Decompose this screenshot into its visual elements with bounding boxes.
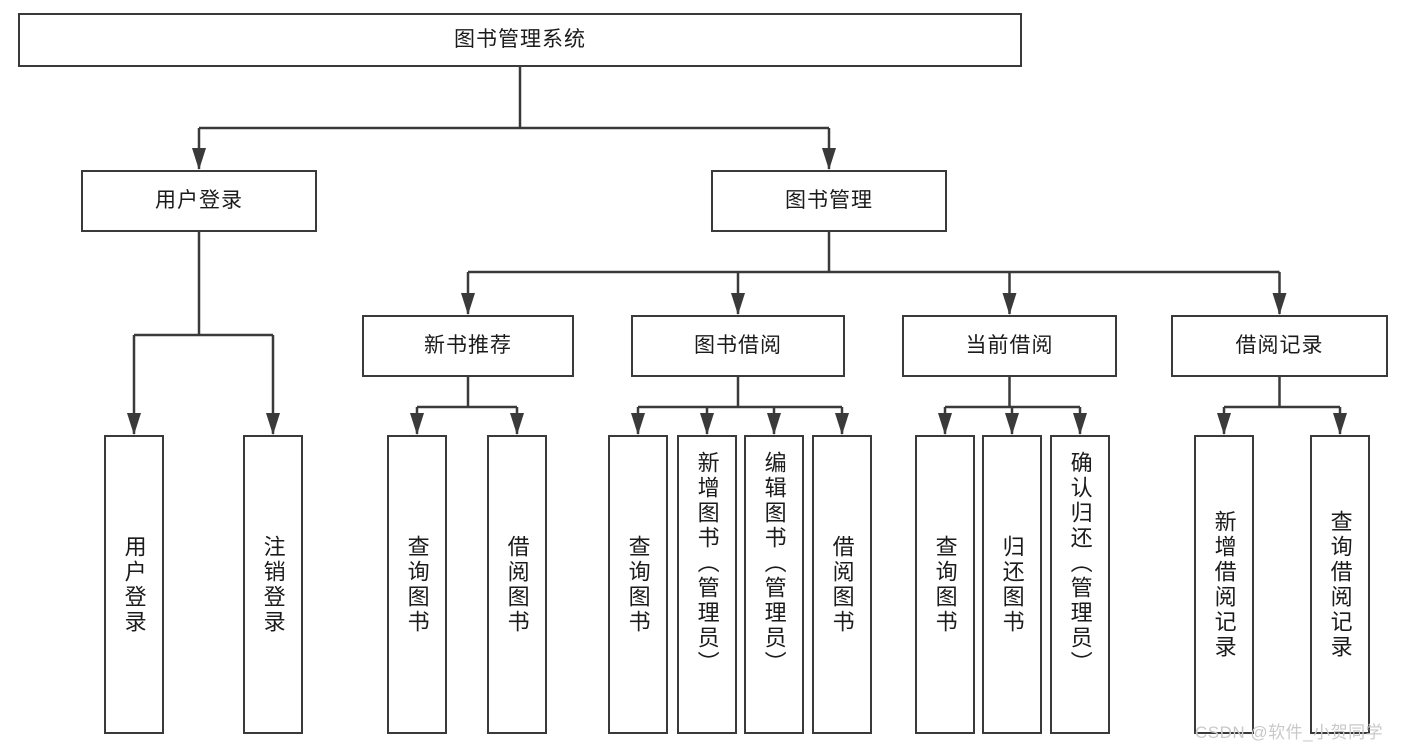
node-label-wrap: 查询借阅记录 bbox=[1312, 437, 1368, 732]
arrowhead-icon bbox=[700, 413, 714, 435]
node-label: 图书管理 bbox=[785, 189, 873, 213]
node-label-wrap: 新增图书（管理员） bbox=[679, 437, 735, 732]
arrowhead-icon bbox=[835, 413, 849, 435]
node-label: 查询图书 bbox=[404, 534, 430, 635]
node-label: 查询借阅记录 bbox=[1327, 509, 1353, 660]
node-label-wrap: 确认归还（管理员） bbox=[1052, 437, 1108, 732]
node-f8[interactable]: 借阅图书 bbox=[812, 435, 872, 734]
node-l2d[interactable]: 借阅记录 bbox=[1171, 315, 1388, 377]
node-label-wrap: 查询图书 bbox=[610, 437, 666, 732]
node-label: 确认归还（管理员） bbox=[1067, 451, 1093, 676]
node-label: 新增图书（管理员） bbox=[694, 451, 720, 676]
arrowhead-icon bbox=[1217, 413, 1231, 435]
arrowhead-icon bbox=[1005, 413, 1019, 435]
node-label-wrap: 编辑图书（管理员） bbox=[746, 437, 802, 732]
node-label-wrap: 新增借阅记录 bbox=[1196, 437, 1252, 732]
arrowhead-icon bbox=[938, 413, 952, 435]
arrowhead-icon bbox=[410, 413, 424, 435]
arrowhead-icon bbox=[192, 148, 206, 170]
arrowhead-icon bbox=[1333, 413, 1347, 435]
arrowhead-icon bbox=[767, 413, 781, 435]
node-label: 图书管理系统 bbox=[454, 28, 586, 52]
arrowhead-icon bbox=[510, 413, 524, 435]
node-label-wrap: 用户登录 bbox=[106, 437, 162, 732]
arrowhead-icon bbox=[1272, 293, 1287, 315]
node-label: 当前借阅 bbox=[965, 334, 1054, 358]
node-label: 编辑图书（管理员） bbox=[761, 451, 787, 676]
arrowhead-icon bbox=[1002, 293, 1017, 315]
node-l1a[interactable]: 用户登录 bbox=[81, 170, 317, 232]
node-label: 注销登录 bbox=[260, 534, 286, 635]
node-f4[interactable]: 借阅图书 bbox=[487, 435, 547, 734]
node-f3[interactable]: 查询图书 bbox=[387, 435, 447, 734]
node-label: 新增借阅记录 bbox=[1211, 509, 1237, 660]
node-label-wrap: 注销登录 bbox=[245, 437, 301, 732]
node-l2a[interactable]: 新书推荐 bbox=[362, 315, 574, 377]
arrowhead-icon bbox=[731, 293, 745, 315]
node-l2c[interactable]: 当前借阅 bbox=[902, 315, 1117, 377]
node-label: 借阅记录 bbox=[1235, 334, 1324, 358]
node-label: 借阅图书 bbox=[504, 534, 530, 635]
node-root[interactable]: 图书管理系统 bbox=[18, 13, 1022, 67]
node-f11[interactable]: 确认归还（管理员） bbox=[1050, 435, 1110, 734]
arrowhead-icon bbox=[266, 413, 280, 435]
node-label: 归还图书 bbox=[999, 534, 1025, 635]
node-label-wrap: 查询图书 bbox=[917, 437, 973, 732]
node-f10[interactable]: 归还图书 bbox=[982, 435, 1042, 734]
node-label-wrap: 借阅图书 bbox=[814, 437, 870, 732]
watermark: CSDN @软件_小贺同学 bbox=[1195, 723, 1384, 742]
node-label: 查询图书 bbox=[625, 534, 651, 635]
node-f5[interactable]: 查询图书 bbox=[608, 435, 668, 734]
node-label: 新书推荐 bbox=[424, 334, 512, 358]
node-f9[interactable]: 查询图书 bbox=[915, 435, 975, 734]
node-l1b[interactable]: 图书管理 bbox=[711, 170, 947, 232]
arrowhead-icon bbox=[127, 413, 141, 435]
node-label: 借阅图书 bbox=[829, 534, 855, 635]
node-f13[interactable]: 查询借阅记录 bbox=[1310, 435, 1370, 734]
arrowhead-icon bbox=[1073, 413, 1087, 435]
node-f7[interactable]: 编辑图书（管理员） bbox=[744, 435, 804, 734]
node-f12[interactable]: 新增借阅记录 bbox=[1194, 435, 1254, 734]
node-label: 用户登录 bbox=[121, 534, 147, 635]
node-label: 用户登录 bbox=[155, 189, 243, 213]
node-f2[interactable]: 注销登录 bbox=[243, 435, 303, 734]
node-l2b[interactable]: 图书借阅 bbox=[631, 315, 845, 377]
node-label-wrap: 归还图书 bbox=[984, 437, 1040, 732]
node-label-wrap: 借阅图书 bbox=[489, 437, 545, 732]
node-f6[interactable]: 新增图书（管理员） bbox=[677, 435, 737, 734]
node-f1[interactable]: 用户登录 bbox=[104, 435, 164, 734]
node-label: 图书借阅 bbox=[694, 334, 782, 358]
arrowhead-icon bbox=[461, 293, 475, 315]
node-label-wrap: 查询图书 bbox=[389, 437, 445, 732]
arrowhead-icon bbox=[822, 148, 836, 170]
node-label: 查询图书 bbox=[932, 534, 958, 635]
arrowhead-icon bbox=[631, 413, 645, 435]
